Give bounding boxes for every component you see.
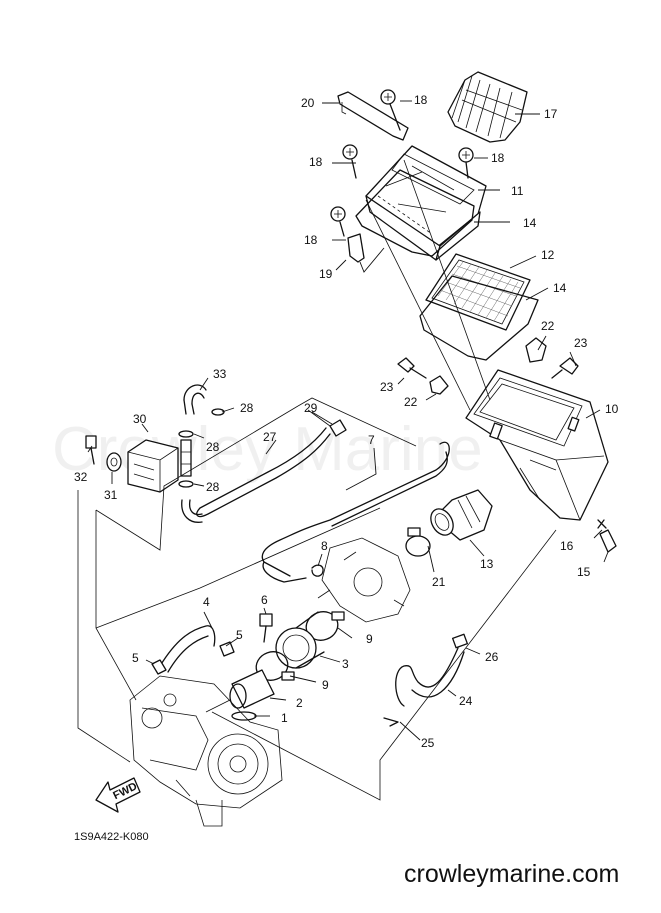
part-33-elbow [183, 384, 207, 415]
callout-28b: 28 [206, 440, 220, 454]
callout-14a: 14 [523, 216, 537, 230]
part-13-inlet-duct [430, 489, 493, 541]
callout-26: 26 [485, 650, 499, 664]
callout-20: 20 [301, 96, 315, 110]
part-6-bolt [259, 613, 273, 643]
part-28-clip-b [178, 430, 194, 438]
callout-9a: 9 [366, 632, 373, 646]
intake-manifold [317, 537, 411, 623]
callout-5a: 5 [132, 651, 139, 665]
callout-15: 15 [577, 565, 591, 579]
part-18-bolt-b [342, 144, 358, 179]
part-27-hose [196, 427, 331, 518]
callout-4: 4 [203, 595, 210, 609]
part-23-bolt-left [397, 357, 427, 379]
callout-25: 25 [421, 736, 435, 750]
part-17-intake-bellows [447, 71, 528, 143]
part-29-clip [329, 419, 347, 437]
callout-28c: 28 [206, 480, 220, 494]
part-28-clip-c [178, 480, 194, 488]
part-8-clip [311, 564, 324, 577]
callout-22a: 22 [541, 319, 555, 333]
part-20-strap [337, 91, 409, 141]
callout-11: 11 [511, 184, 524, 198]
part-31-grommet [106, 452, 122, 472]
callout-18a: 18 [414, 93, 428, 107]
callout-9b: 9 [322, 678, 329, 692]
diagram-code: 1S9A422-K080 [74, 831, 149, 843]
callout-17: 17 [544, 107, 558, 121]
callout-32: 32 [74, 470, 88, 484]
callout-16: 16 [560, 539, 574, 553]
watermark-text: Crowley Marine [52, 415, 483, 484]
callout-21: 21 [432, 575, 446, 589]
part-7-hose [261, 441, 450, 577]
callout-12: 12 [541, 248, 555, 262]
part-24-hose [395, 647, 465, 707]
callout-28a: 28 [240, 401, 254, 415]
callout-18b: 18 [309, 155, 323, 169]
callout-31: 31 [104, 488, 118, 502]
part-5-clip-a [151, 659, 167, 675]
part-11-airbox-cover [365, 145, 487, 261]
callout-30: 30 [133, 412, 147, 426]
callout-13: 13 [480, 557, 494, 571]
callout-2: 2 [296, 696, 303, 710]
part-14-gasket-lower [419, 275, 539, 361]
callout-7: 7 [368, 433, 375, 447]
part-23-bolt-upper [551, 357, 579, 379]
callout-14b: 14 [553, 281, 567, 295]
callout-6: 6 [261, 593, 268, 607]
fwd-arrow: FWD [95, 777, 141, 813]
callout-numbers: 1 2 3 4 5 5 6 7 8 9 9 10 11 12 13 14 14 … [74, 93, 619, 750]
part-12-filter-element [425, 253, 531, 331]
callout-24: 24 [459, 694, 473, 708]
callout-10: 10 [605, 402, 619, 416]
part-10-airbox-case [465, 369, 609, 521]
callout-5b: 5 [236, 628, 243, 642]
part-14-gasket-upper [355, 169, 475, 257]
callout-18d: 18 [304, 233, 318, 247]
callout-3: 3 [342, 657, 349, 671]
part-21-clamp [405, 527, 431, 557]
part-15-plug [599, 529, 617, 553]
part-25-clip [383, 717, 399, 727]
site-text: crowleymarine.com [404, 860, 619, 888]
part-28-clip-a [211, 408, 225, 416]
part-lower-elbow [181, 499, 203, 523]
callout-19: 19 [319, 267, 333, 281]
callout-18c: 18 [491, 151, 505, 165]
leader-lines [77, 100, 609, 801]
callout-1: 1 [281, 711, 288, 725]
callout-29: 29 [304, 401, 318, 415]
part-19-bracket [347, 233, 365, 263]
part-18-bolt-c [458, 147, 474, 179]
part-18-bolt-a [380, 89, 401, 131]
callout-23a: 23 [574, 336, 588, 350]
part-16-clip [597, 519, 607, 529]
part-22-clip-left [429, 375, 449, 395]
part-2-throttle-body [229, 669, 275, 709]
engine-assembly [129, 675, 283, 827]
part-4-hose [159, 625, 216, 673]
callout-27: 27 [263, 430, 277, 444]
part-tube-connector [180, 439, 192, 477]
part-26-clip [452, 633, 468, 649]
callout-23b: 23 [380, 380, 394, 394]
callout-22b: 22 [404, 395, 418, 409]
callout-33: 33 [213, 367, 227, 381]
part-9-clamp-lower [255, 651, 295, 681]
part-5-clip-b [219, 641, 235, 657]
part-30-breather-box [127, 439, 179, 493]
callout-8: 8 [321, 539, 328, 553]
part-18-bolt-d [330, 206, 346, 237]
